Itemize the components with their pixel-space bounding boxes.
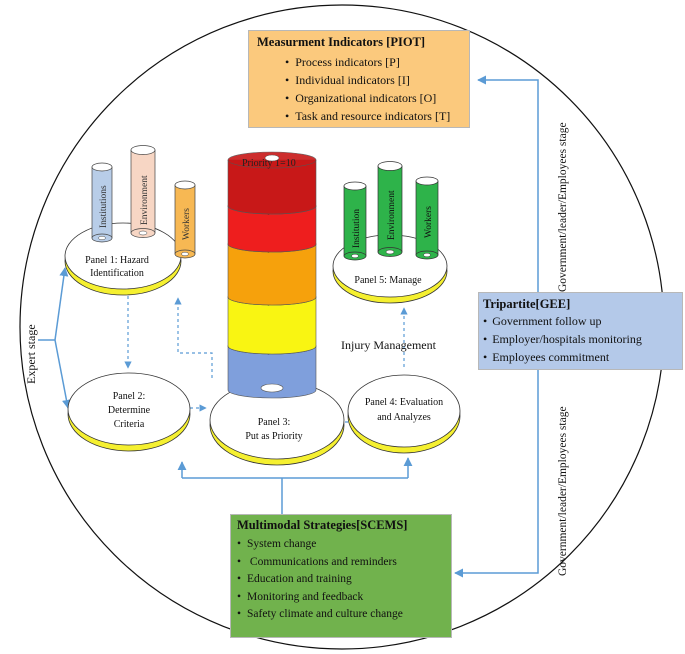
multimodal-strategies-title: Multimodal Strategies[SCEMS] — [237, 518, 408, 532]
cylinder-institution-right-label: Institution — [352, 209, 362, 248]
stage-label-right-bottom: Government/leader/Employees stage — [557, 406, 569, 576]
priority-stack: Priority 5=7Priority 4=4Priority 3=11Pri… — [227, 151, 317, 399]
list-item: System change — [237, 536, 445, 554]
tripartite-title: Tripartite[GEE] — [483, 297, 571, 311]
panel-2-label-line3: Criteria — [114, 419, 145, 430]
cylinder-environment-left: Environment — [130, 145, 156, 238]
cylinder-workers-right: Workers — [415, 176, 439, 260]
panel-4-label-line1: Panel 4: Evaluation — [365, 397, 443, 408]
cylinder-environment-right: Environment — [377, 161, 403, 257]
cylinder-institution-right: Institution — [343, 181, 367, 261]
panel-1-label-line2: Identification — [90, 268, 144, 279]
bottom-feedback-arrows — [177, 457, 413, 514]
cylinder-environment-right-label: Environment — [387, 190, 397, 240]
cylinder-workers-left-label: Workers — [182, 208, 192, 240]
panel-1-label-line1: Panel 1: Hazard — [85, 255, 149, 266]
multimodal-strategies-box: Multimodal Strategies[SCEMS] System chan… — [230, 514, 452, 638]
priority-stack-base-hole — [260, 383, 284, 393]
list-item: Government follow up — [483, 312, 678, 330]
measurement-indicators-list: Process indicators [P] Individual indica… — [285, 53, 461, 125]
list-item: Safety climate and culture change — [237, 606, 445, 624]
list-item: Monitoring and feedback — [237, 589, 445, 607]
tripartite-list: Government follow up Employer/hospitals … — [483, 312, 678, 366]
priority-label-1: Priority 1=10 — [242, 158, 296, 169]
cylinder-workers-left: Workers — [174, 180, 196, 259]
tripartite-box: Tripartite[GEE] Government follow up Emp… — [478, 292, 683, 370]
cylinder-workers-right-label: Workers — [424, 206, 434, 238]
list-item: Communications and reminders — [237, 554, 445, 572]
priority-stack-top-hole — [264, 154, 280, 162]
list-item: Employees commitment — [483, 348, 678, 366]
stage-label-right-top: Government/leader/Employees stage — [557, 122, 569, 292]
panel-1-disc[interactable]: Panel 1: Hazard Identification — [64, 222, 182, 296]
panel-2-disc[interactable]: Panel 2: Determine Criteria — [67, 372, 191, 452]
cylinder-environment-left-label: Environment — [140, 175, 150, 225]
multimodal-strategies-list: System change Communications and reminde… — [237, 536, 445, 624]
list-item: Process indicators [P] — [285, 53, 461, 71]
measurement-indicators-box: Measurment Indicators [PIOT] Process ind… — [248, 30, 470, 128]
expert-stage-arrows — [38, 267, 71, 409]
list-item: Organizational indicators [O] — [285, 89, 461, 107]
right-feedback-arrows — [454, 75, 539, 578]
measurement-indicators-title: Measurment Indicators [PIOT] — [257, 35, 426, 49]
panel-5-label: Panel 5: Manage — [354, 275, 422, 286]
list-item: Employer/hospitals monitoring — [483, 330, 678, 348]
priority-segment-1: Priority 1=10 — [227, 151, 317, 215]
panel-2-label-line2: Determine — [108, 405, 151, 416]
injury-management-label: Injury Management — [341, 338, 437, 352]
panel-4-disc[interactable]: Panel 4: Evaluation and Analyzes — [347, 374, 461, 454]
stage-label-left: Expert stage — [24, 324, 38, 384]
panel-4-label-line2: and Analyzes — [377, 412, 431, 423]
panel-3-label-line2: Put as Priority — [245, 431, 302, 442]
cylinder-institutions-label: Institutions — [99, 185, 109, 228]
panel-3-label-line1: Panel 3: — [258, 417, 291, 428]
panel-2-label-line1: Panel 2: — [113, 391, 146, 402]
list-item: Individual indicators [I] — [285, 71, 461, 89]
list-item: Education and training — [237, 571, 445, 589]
cylinder-institutions: Institutions — [91, 162, 113, 243]
list-item: Task and resource indicators [T] — [285, 107, 461, 125]
panel-3-disc[interactable]: Panel 3: Put as Priority — [209, 380, 345, 466]
